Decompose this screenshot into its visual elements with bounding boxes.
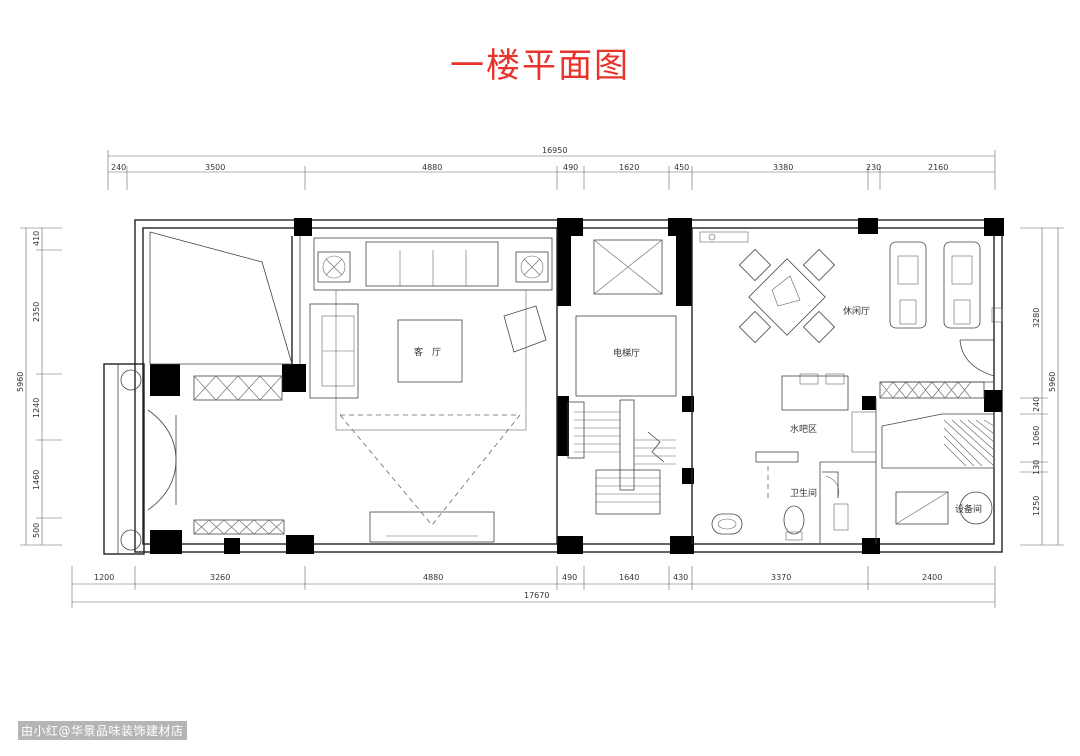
left-dim-5: 500: [32, 523, 41, 538]
right-dim-2: 240: [1032, 397, 1041, 412]
bar-area: 水吧区: [781, 373, 995, 469]
equipment-room: 设备间: [895, 491, 993, 525]
page-title: 一楼平面图: [450, 46, 630, 86]
left-dim-1: 410: [32, 231, 41, 246]
bottom-dim-5: 1640: [619, 573, 639, 582]
right-total-dim: 5960: [1048, 372, 1057, 392]
elevator-hall: 电梯厅: [567, 239, 677, 515]
leisure-hall-label: 休闲厅: [843, 305, 870, 317]
bottom-dimensions: 1200 3260 4880 490 1640 430 3370 2400 17…: [71, 566, 996, 608]
living-room: 客 厅: [309, 237, 553, 543]
outer-walls: [103, 219, 1003, 555]
interior-walls: [291, 228, 994, 544]
right-dim-1: 3280: [1032, 308, 1041, 328]
top-dim-4: 490: [563, 163, 578, 172]
bottom-dim-8: 2400: [922, 573, 942, 582]
leisure-hall: 休闲厅: [699, 231, 1003, 377]
entrance-area: [120, 231, 293, 551]
top-dim-8: 230: [866, 163, 881, 172]
right-dimensions: 3280 240 1060 130 1250 5960: [1020, 227, 1064, 546]
cabinet-upper: [193, 375, 283, 401]
top-dimensions: 16950 240 3500 4880 490 1620 450 3380 23…: [107, 146, 996, 190]
bar-area-label: 水吧区: [790, 423, 817, 435]
bottom-total-dim: 17670: [524, 591, 549, 600]
left-total-dim: 5960: [16, 372, 25, 392]
left-dim-3: 1240: [32, 398, 41, 418]
bottom-dim-3: 4880: [423, 573, 443, 582]
right-dim-5: 1250: [1032, 496, 1041, 516]
bottom-dim-2: 3260: [210, 573, 230, 582]
bathroom-label: 卫生间: [790, 487, 817, 499]
columns: [150, 218, 1004, 554]
elevator-hall-label: 电梯厅: [613, 347, 640, 359]
top-dim-5: 1620: [619, 163, 639, 172]
bottom-dim-1: 1200: [94, 573, 114, 582]
left-dimensions: 5960 410 2350 1240 1460 500: [16, 227, 62, 546]
watermark: 由小红@华景品味装饰建材店: [18, 721, 187, 740]
top-dim-6: 450: [674, 163, 689, 172]
right-dim-4: 130: [1032, 460, 1041, 475]
cabinet-lower: [193, 519, 285, 535]
left-dim-4: 1460: [32, 470, 41, 490]
top-dim-1: 240: [111, 163, 126, 172]
bottom-dim-4: 490: [562, 573, 577, 582]
top-dim-3: 4880: [422, 163, 442, 172]
right-dim-3: 1060: [1032, 426, 1041, 446]
left-dim-2: 2350: [32, 302, 41, 322]
bottom-dim-6: 430: [673, 573, 688, 582]
top-total-dim: 16950: [542, 146, 567, 155]
equipment-room-label: 设备间: [955, 503, 982, 515]
bottom-dim-7: 3370: [771, 573, 791, 582]
top-dim-9: 2160: [928, 163, 948, 172]
top-dim-7: 3380: [773, 163, 793, 172]
living-room-label: 客 厅: [414, 346, 441, 358]
top-dim-2: 3500: [205, 163, 225, 172]
bathroom: 卫生间: [711, 451, 849, 541]
